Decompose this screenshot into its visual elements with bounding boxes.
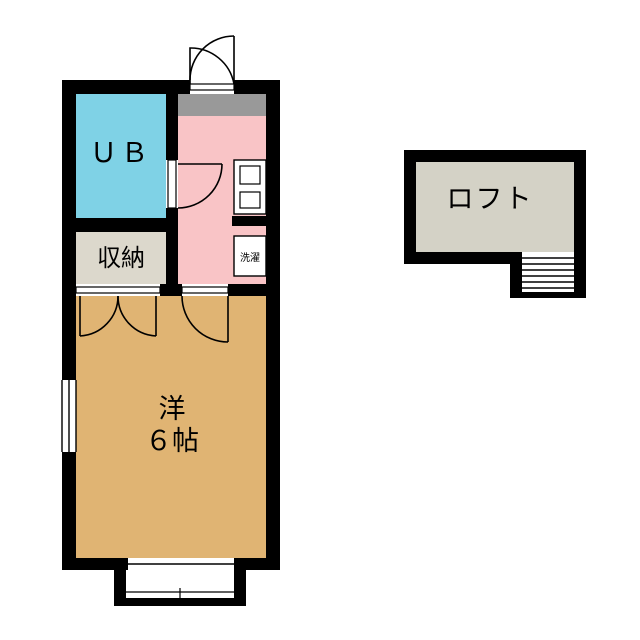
bathroom-door — [166, 159, 223, 209]
unit-bath-floor — [76, 94, 166, 218]
balcony-window — [114, 558, 246, 606]
loft-label: ロフト — [447, 184, 534, 215]
entrance-threshold — [178, 94, 268, 116]
loft — [404, 150, 586, 298]
washer-space-label: 洗濯 — [240, 252, 260, 264]
entrance-door — [189, 35, 235, 94]
storage-label: 収納 — [97, 244, 145, 272]
side-window — [61, 380, 77, 452]
storage-floor — [76, 232, 166, 286]
western-room-floor — [76, 296, 268, 558]
western-room-label-line2: ６帖 — [145, 426, 199, 457]
unit-bath-label: ＵＢ — [90, 138, 152, 169]
western-room-label-line1: 洋 — [159, 394, 186, 425]
room-door — [181, 284, 229, 343]
storage-doors — [75, 284, 161, 337]
kitchen-counter — [232, 159, 268, 226]
washer-space — [233, 235, 267, 277]
